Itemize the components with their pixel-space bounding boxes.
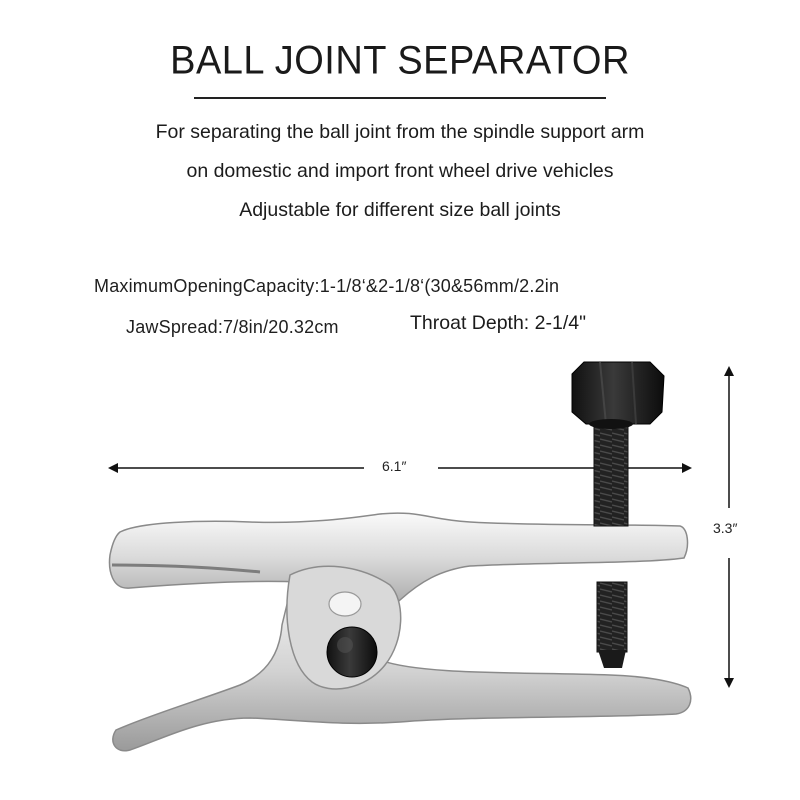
length-dimension-label: 6.1″ xyxy=(382,458,407,474)
description-line-3: Adjustable for different size ball joint… xyxy=(239,199,561,221)
bolt-thread xyxy=(593,417,629,527)
upper-arm xyxy=(108,512,689,608)
description-line-2: on domestic and import front wheel drive… xyxy=(186,160,614,182)
bolt-hex-head xyxy=(571,361,665,425)
lower-arm xyxy=(112,590,692,752)
height-arrow xyxy=(724,366,734,688)
page-title: BALL JOINT SEPARATOR xyxy=(170,38,630,84)
length-arrow xyxy=(108,463,692,473)
title-underline xyxy=(194,97,606,99)
description-line-1: For separating the ball joint from the s… xyxy=(155,121,645,143)
height-dimension-label: 3.3″ xyxy=(713,520,738,536)
spec-throat-depth: Throat Depth: 2-1/4" xyxy=(410,312,587,334)
bolt-lower-thread xyxy=(596,581,628,653)
pivot-hole xyxy=(328,591,362,617)
spec-jaw-spread: JawSpread:7/8in/20.32cm xyxy=(126,317,339,337)
spec-max-opening: MaximumOpeningCapacity:1-1/8‘&2-1/8‘(30&… xyxy=(94,276,560,296)
pivot-pin xyxy=(326,626,378,678)
